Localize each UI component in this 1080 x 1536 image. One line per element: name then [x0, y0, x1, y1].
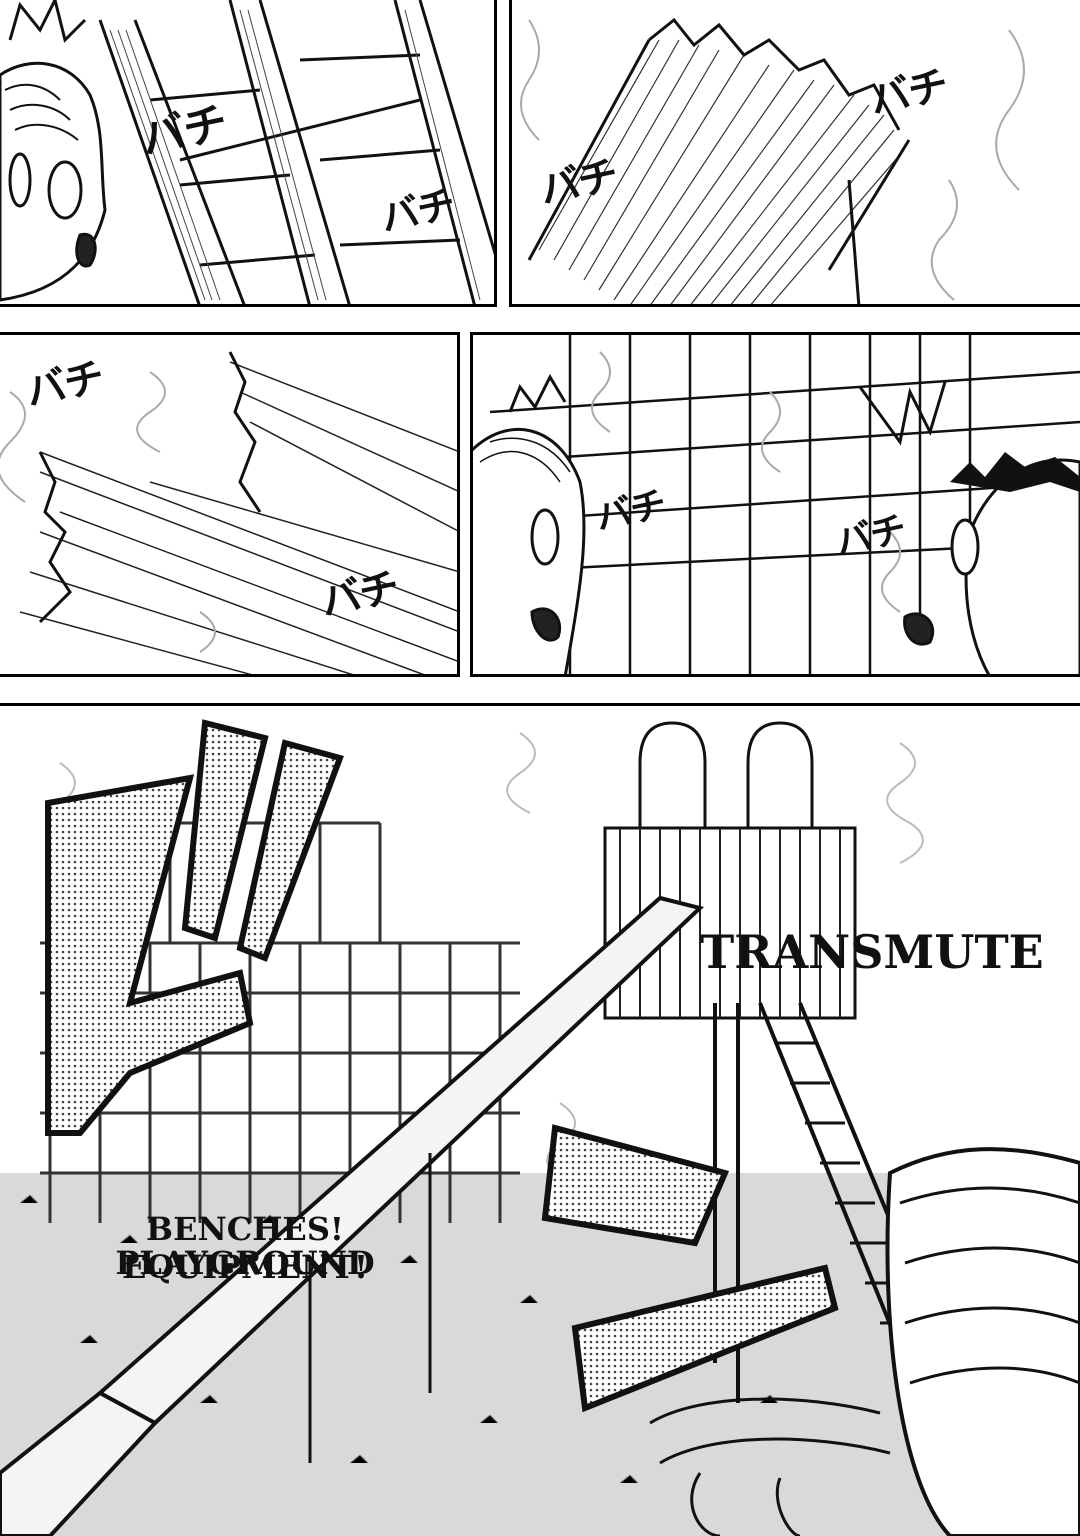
panel-4-art: [470, 332, 1080, 677]
panel-3-art: [0, 351, 460, 677]
panel-5-art: [0, 719, 1080, 1536]
caption-benches-line2: EQUIPMENT!: [121, 1248, 369, 1286]
panel-2-art: [520, 17, 1025, 307]
panel-1-art: [0, 0, 497, 307]
panel-4-kids-jungle-gym: バチ バチ: [470, 332, 1080, 677]
caption-transmute: TRANSMUTE: [700, 925, 1044, 979]
panel-1-ladder: バチ バチ: [0, 0, 497, 307]
caption-benches-line1: BENCHES! PLAYGROUND: [115, 1210, 375, 1282]
panel-3-beams-crumbling: バチ バチ: [0, 332, 460, 677]
panel-2-ladder-crumbling: バチ バチ: [509, 0, 1080, 307]
panel-5-playground: TRANSMUTE BENCHES! PLAYGROUND EQUIPMENT!: [0, 703, 1080, 1536]
